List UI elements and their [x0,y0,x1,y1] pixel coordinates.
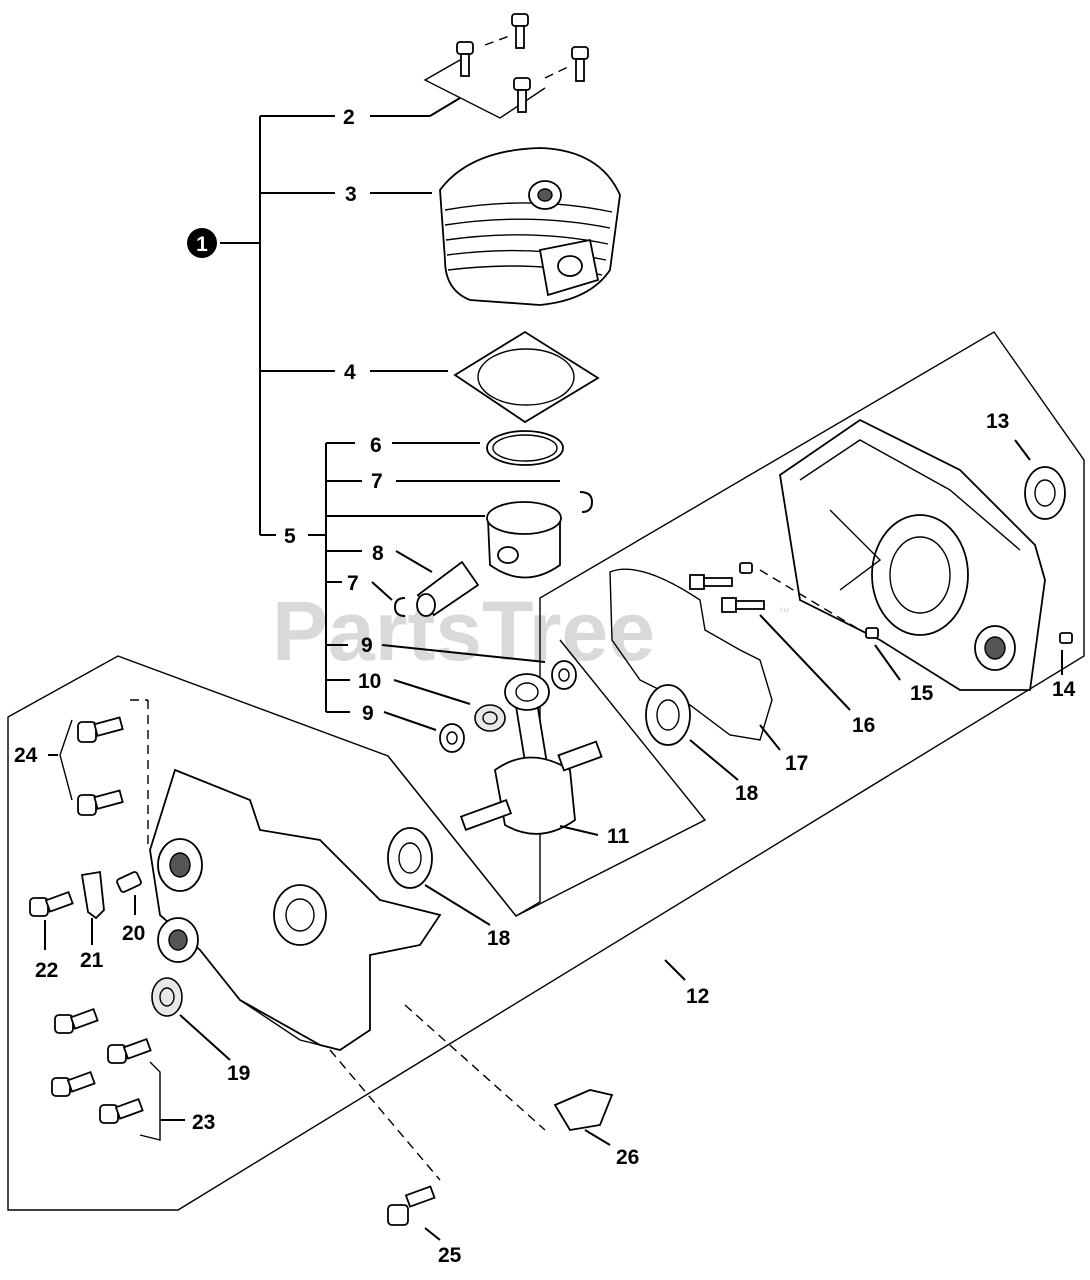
callout-6: 6 [370,434,382,457]
bolt-25 [387,1185,436,1226]
crankcase-bolts-16 [689,574,765,613]
plate-21 [80,870,105,920]
callout-25: 25 [438,1244,462,1267]
bolts-24-bracket [59,719,73,801]
callout-13: 13 [986,410,1009,433]
callout-7-lower: 7 [347,572,359,595]
callout-15: 15 [910,682,934,705]
circlip-lower [393,597,406,617]
watermark-trademark: ™ [778,605,790,619]
cylinder-gasket [453,330,600,424]
assembly-marker-number: 1 [196,233,208,256]
crankcase-right-half [779,418,1046,691]
crankcase-left-half [149,768,442,1051]
callout-18-upper: 18 [735,782,759,805]
callout-20: 20 [122,922,145,945]
callout-4: 4 [344,361,356,384]
piston-pin [416,560,480,617]
callout-3: 3 [345,183,357,206]
cylinder [439,147,621,306]
main-bearing-upper [645,684,691,746]
callout-22: 22 [35,959,58,982]
callout-14: 14 [1052,678,1076,701]
piston [486,501,562,579]
dowel-pin-15 [865,627,879,639]
assembly-marker-circle [187,228,217,258]
callout-18-lower: 18 [487,927,511,950]
bolts-23-bracket [139,1061,161,1141]
bolts-24 [77,716,124,816]
callout-7-upper: 7 [371,470,383,493]
bolt-22 [29,890,74,917]
callout-24: 24 [14,744,38,767]
callout-26: 26 [616,1146,639,1169]
needle-bearing [474,704,506,732]
main-bearing-right [1024,466,1066,520]
crankcase-gasket [609,568,773,741]
watermark-text: PartsTree [272,584,655,678]
oil-seal [151,977,183,1017]
callout-9-upper: 9 [361,634,373,657]
callout-2: 2 [343,106,355,129]
callout-5: 5 [284,525,296,548]
bolts-23 [51,1007,152,1124]
assembly-bracket [220,97,560,731]
circlip-upper [579,491,594,513]
screw-20 [116,871,142,893]
callout-10: 10 [358,670,381,693]
callout-11: 11 [607,825,630,848]
callout-19: 19 [227,1062,250,1085]
callout-17: 17 [785,752,808,775]
dowel-pin-upper [739,562,753,574]
callout-8: 8 [372,542,384,565]
leader-lines [44,439,1063,1241]
callout-16: 16 [852,714,875,737]
callout-12: 12 [686,985,709,1008]
callout-23: 23 [192,1111,215,1134]
main-bearing-lower [387,827,433,889]
crankcase-assembly-outline [7,331,1085,1211]
thrust-washer-upper [551,660,577,690]
dowel-pin-14 [1059,632,1073,644]
cylinder-bolts [456,13,589,113]
callout-9-lower: 9 [362,702,374,725]
thrust-washer-lower [439,723,465,753]
crankshaft [459,673,603,835]
callout-21: 21 [80,949,104,972]
crankshaft-subassembly-outline [387,639,707,917]
bracket-26 [553,1089,614,1131]
piston-ring [486,430,564,466]
